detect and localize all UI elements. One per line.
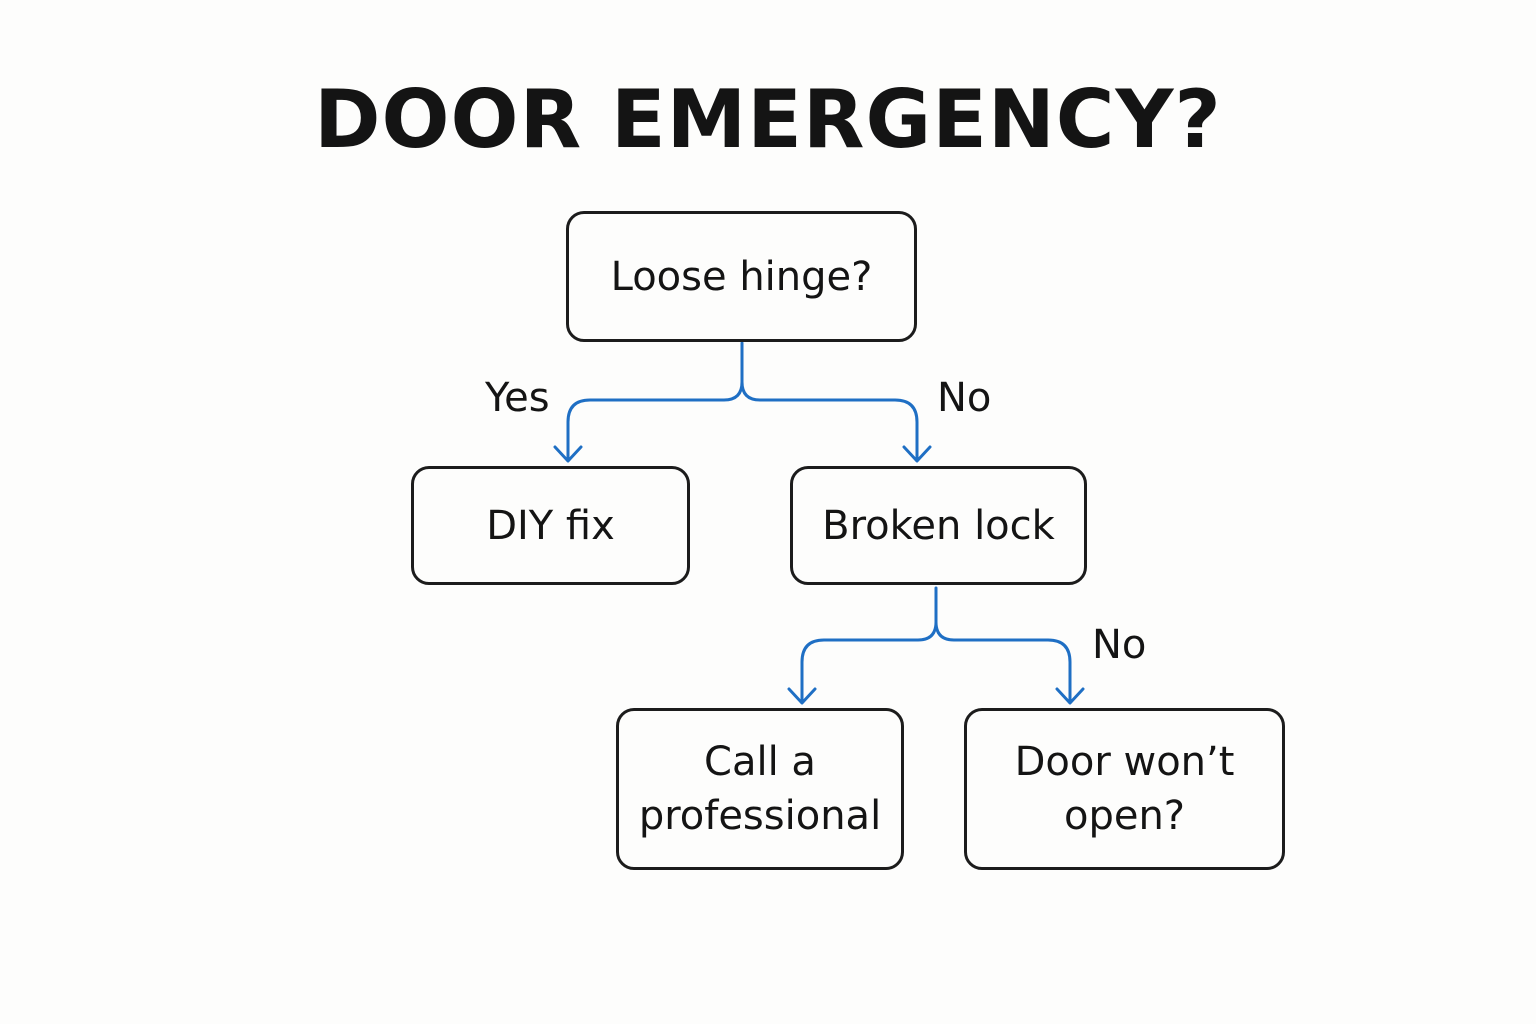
arrowhead-lock <box>902 445 932 463</box>
connector-lock-to-door <box>934 620 1072 704</box>
node-loose-hinge-label: Loose hinge? <box>610 253 873 300</box>
connector-lock-to-professional <box>800 586 938 704</box>
node-door-wont-open-line2: open? <box>1063 793 1186 839</box>
connector-hinge-to-diy <box>566 341 744 462</box>
arrowhead-door <box>1055 687 1085 705</box>
node-call-professional: Call a professional <box>616 708 904 870</box>
node-door-wont-open-line1: Door won’t <box>1014 739 1235 785</box>
diagram-title: DOOR EMERGENCY? <box>314 73 1222 166</box>
node-diy-fix-label: DIY fix <box>486 502 615 549</box>
edge-label-no-lock: No <box>1092 622 1147 668</box>
node-door-wont-open: Door won’t open? <box>964 708 1285 870</box>
connector-hinge-to-lock <box>740 380 919 462</box>
node-broken-lock-label: Broken lock <box>822 502 1055 549</box>
edge-label-yes: Yes <box>485 375 550 421</box>
node-broken-lock: Broken lock <box>790 466 1087 585</box>
arrowhead-diy <box>553 445 583 463</box>
node-call-professional-line1: Call a <box>704 739 816 785</box>
edge-label-no-hinge: No <box>937 375 992 421</box>
node-call-professional-line2: professional <box>638 793 882 839</box>
node-diy-fix: DIY fix <box>411 466 690 585</box>
node-loose-hinge: Loose hinge? <box>566 211 917 342</box>
arrowhead-professional <box>787 687 817 705</box>
